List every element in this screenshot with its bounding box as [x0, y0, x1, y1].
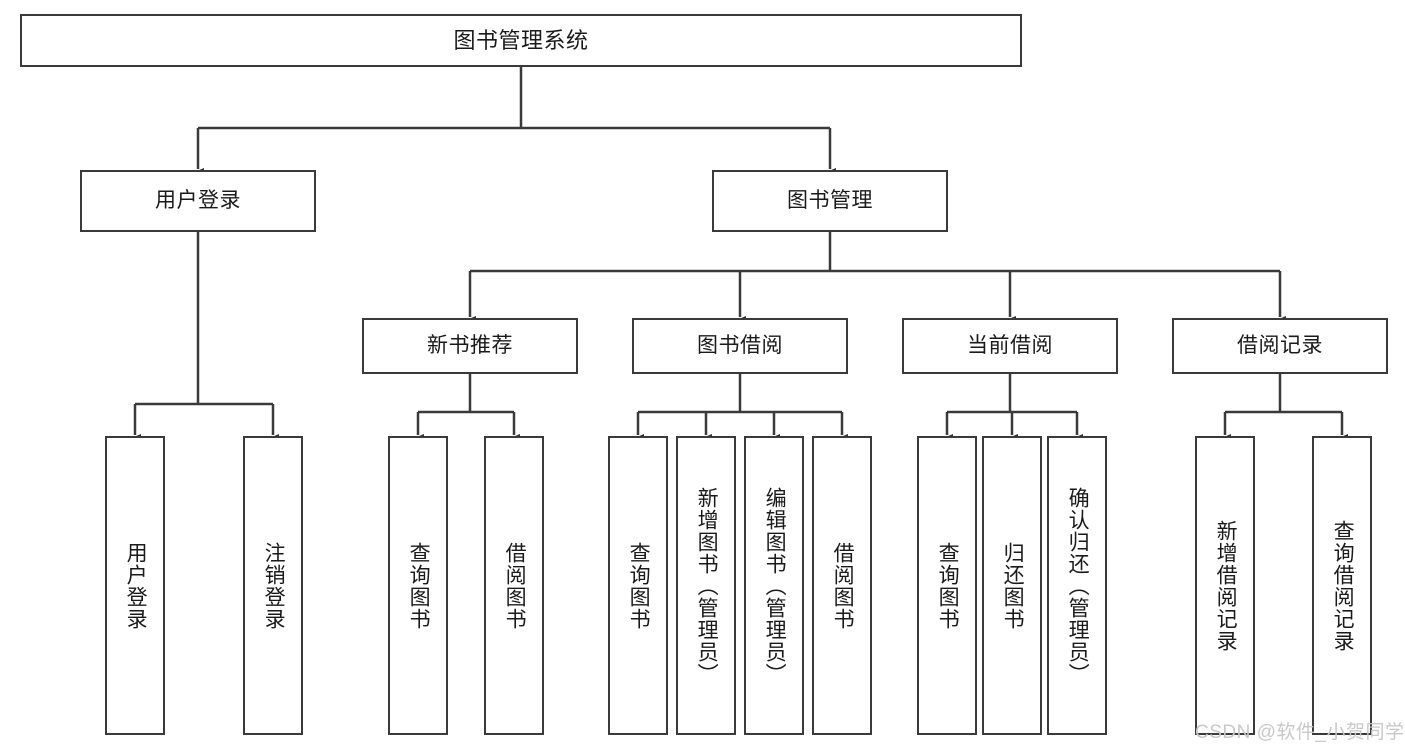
node-leaf5[interactable]: 查询图书 — [608, 436, 668, 735]
node-label: 新增借阅记录 — [1214, 519, 1238, 652]
node-label: 当前借阅 — [967, 333, 1053, 357]
node-label: 图书管理 — [787, 188, 873, 212]
node-records[interactable]: 借阅记录 — [1172, 318, 1388, 374]
node-label: 查询图书 — [627, 541, 651, 630]
node-label: 借阅图书 — [503, 541, 527, 630]
node-leaf7[interactable]: 编辑图书（管理员） — [744, 436, 804, 735]
node-label: 图书借阅 — [697, 333, 783, 357]
node-label: 归还图书 — [1001, 541, 1025, 630]
node-label: 查询图书 — [936, 541, 960, 630]
node-label: 新书推荐 — [427, 333, 513, 357]
node-leaf13[interactable]: 查询借阅记录 — [1312, 436, 1372, 735]
node-current[interactable]: 当前借阅 — [902, 318, 1118, 374]
node-leaf11[interactable]: 确认归还（管理员） — [1047, 436, 1107, 735]
node-leaf1[interactable]: 用户登录 — [105, 436, 165, 735]
node-label: 编辑图书（管理员） — [763, 486, 787, 685]
node-bookmgmt[interactable]: 图书管理 — [712, 170, 948, 232]
node-label: 借阅记录 — [1237, 333, 1323, 357]
node-label: 注销登录 — [262, 541, 286, 630]
node-leaf8[interactable]: 借阅图书 — [812, 436, 872, 735]
node-leaf2[interactable]: 注销登录 — [243, 436, 303, 735]
node-newbook[interactable]: 新书推荐 — [362, 318, 578, 374]
node-label: 用户登录 — [124, 541, 148, 630]
node-label: 用户登录 — [155, 188, 241, 212]
node-leaf6[interactable]: 新增图书（管理员） — [676, 436, 736, 735]
node-login[interactable]: 用户登录 — [80, 170, 316, 232]
node-label: 图书管理系统 — [453, 27, 589, 53]
node-leaf9[interactable]: 查询图书 — [917, 436, 977, 735]
node-root[interactable]: 图书管理系统 — [20, 14, 1022, 67]
node-leaf10[interactable]: 归还图书 — [982, 436, 1042, 735]
node-label: 查询图书 — [407, 541, 431, 630]
watermark-label: CSDN @软件_小贺同学 — [1195, 722, 1405, 743]
node-label: 借阅图书 — [831, 541, 855, 630]
node-borrow[interactable]: 图书借阅 — [632, 318, 848, 374]
node-label: 新增图书（管理员） — [695, 486, 719, 685]
node-leaf12[interactable]: 新增借阅记录 — [1195, 436, 1255, 735]
node-leaf3[interactable]: 查询图书 — [388, 436, 448, 735]
node-leaf4[interactable]: 借阅图书 — [484, 436, 544, 735]
node-label: 确认归还（管理员） — [1066, 486, 1090, 685]
edge-paths — [129, 67, 1348, 444]
node-label: 查询借阅记录 — [1331, 519, 1355, 652]
